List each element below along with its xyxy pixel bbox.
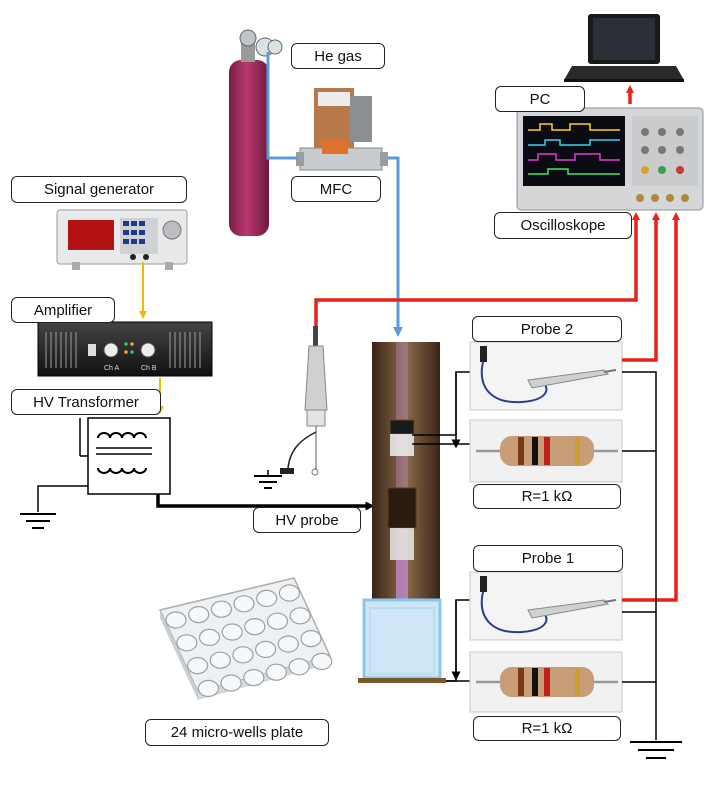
signal-line-probe2-to-scope bbox=[622, 212, 660, 362]
well bbox=[198, 628, 221, 647]
well bbox=[220, 674, 242, 692]
label-hv-transformer: HV Transformer bbox=[11, 389, 161, 415]
hv-probe-device bbox=[280, 326, 328, 476]
label-probe-1: Probe 1 bbox=[473, 545, 623, 572]
label-well-plate: 24 micro-wells plate bbox=[145, 719, 329, 746]
well bbox=[278, 584, 300, 602]
signal-line-probe1-to-scope bbox=[622, 212, 680, 602]
probe1-photo bbox=[469, 571, 623, 641]
label-he-gas: He gas bbox=[291, 43, 385, 69]
well bbox=[255, 640, 277, 659]
ground-symbol-probe bbox=[254, 475, 282, 489]
ground-bus-wires bbox=[622, 371, 657, 740]
amp-channel-b-label: Ch B bbox=[141, 365, 157, 372]
label-signal-generator: Signal generator bbox=[11, 176, 187, 203]
gas-line-cylinder-to-mfc bbox=[266, 52, 298, 160]
pc-laptop bbox=[564, 14, 684, 82]
transformer-ground-wire bbox=[37, 485, 88, 512]
well bbox=[277, 635, 299, 653]
sample-well bbox=[358, 598, 446, 683]
well bbox=[244, 617, 266, 636]
well bbox=[209, 651, 231, 669]
label-amplifier: Amplifier bbox=[11, 297, 115, 323]
resistor-top-photo bbox=[469, 419, 623, 483]
well bbox=[176, 634, 198, 652]
label-probe-2: Probe 2 bbox=[472, 316, 622, 342]
hv-wire-to-electrode bbox=[156, 494, 375, 511]
well bbox=[311, 652, 333, 671]
well bbox=[243, 668, 265, 687]
signal-generator-device bbox=[56, 209, 188, 270]
mfc-device bbox=[296, 88, 388, 171]
oscilloscope-device bbox=[516, 107, 704, 211]
well bbox=[210, 600, 232, 618]
well bbox=[289, 607, 311, 625]
well bbox=[188, 605, 210, 624]
label-hv-probe: HV probe bbox=[253, 507, 361, 533]
wire-ground-electrode-to-probe1 bbox=[446, 599, 470, 682]
probe2-photo bbox=[469, 341, 623, 411]
label-pc: PC bbox=[495, 86, 585, 112]
he-gas-cylinder bbox=[229, 29, 283, 236]
ground-symbol-left bbox=[20, 513, 56, 529]
amp-channel-a-label: Ch A bbox=[104, 365, 120, 372]
well bbox=[288, 658, 310, 676]
well bbox=[165, 611, 187, 629]
well-plate-wells bbox=[165, 584, 333, 698]
well bbox=[233, 595, 255, 613]
well bbox=[300, 629, 322, 648]
plasma-jet-tube bbox=[372, 342, 440, 602]
signal-line-hvprobe-to-scope bbox=[314, 212, 640, 326]
label-oscilloscope: Oscilloskope bbox=[494, 212, 632, 239]
well bbox=[232, 646, 254, 664]
label-resistor-bottom: R=1 kΩ bbox=[473, 716, 621, 741]
amplifier-device bbox=[37, 321, 213, 377]
well bbox=[221, 623, 243, 641]
label-resistor-top: R=1 kΩ bbox=[473, 484, 621, 509]
well bbox=[256, 589, 278, 608]
gas-line-mfc-to-jet bbox=[388, 156, 403, 337]
resistor-bottom-photo bbox=[469, 651, 623, 713]
ground-symbol-right bbox=[630, 741, 682, 759]
well bbox=[197, 679, 219, 698]
hv-transformer-symbol bbox=[79, 417, 171, 495]
well bbox=[266, 612, 289, 630]
well bbox=[187, 656, 209, 675]
label-mfc: MFC bbox=[291, 176, 381, 202]
well bbox=[265, 663, 287, 681]
